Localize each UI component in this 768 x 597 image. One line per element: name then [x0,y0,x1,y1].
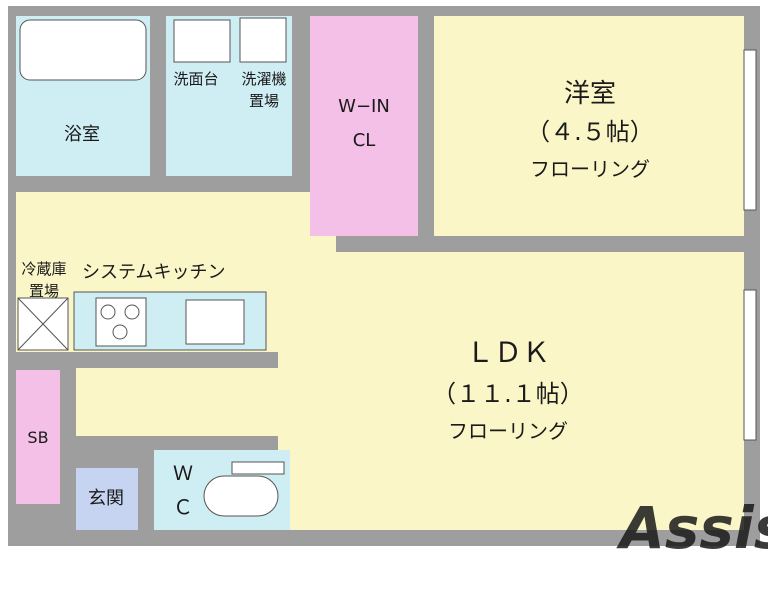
toilet-tank [231,461,285,475]
entrance-tile [76,468,138,530]
bath-label: 浴室 [64,124,100,145]
window-strip-right [743,49,757,211]
closet-label-line1: W−IN [338,96,390,117]
closet-label-line2: CL [353,130,376,151]
shoebox-label: SB [27,428,48,447]
fridge-label-line2: 置場 [29,282,59,300]
washer-pan [239,17,287,63]
flooring [16,16,744,530]
kitchen-sink [185,299,245,345]
stove [95,297,147,347]
ldk-label-line1: ＬＤＫ [466,336,550,369]
assist-watermark-logo: Assist [616,494,768,562]
washbasin-label: 洗面台 [173,70,218,88]
wc-label-line2: Ｃ [173,495,193,519]
hall-floor [16,192,336,252]
ldk-floor [278,252,744,530]
western-floor [434,16,744,236]
washer-label-line1: 洗濯機 [241,70,286,88]
western-label-line3: フローリング [530,157,650,181]
wc-label-line1: Ｗ [173,461,193,485]
burner-3 [112,324,128,340]
western-label-line1: 洋室 [564,79,616,109]
corridor-floor [76,368,280,436]
walk-in-closet [310,16,418,236]
bathtub [19,19,147,81]
burner-2 [124,304,140,320]
fridge-label-line1: 冷蔵庫 [21,260,66,278]
shoe-box [16,370,60,504]
fridge-cross-b [17,297,69,351]
washbasin-fixture [173,19,231,63]
window-strip-ldk [743,289,757,441]
ldk-label-line3: フローリング [448,419,568,443]
washer-label-line2: 置場 [249,92,279,110]
ldk-label-line2: （１１.１帖） [432,380,584,408]
toilet-bowl [203,475,279,517]
burner-1 [100,304,116,320]
entrance-label: 玄関 [88,488,124,509]
western-label-line2: （４.５帖） [526,118,654,146]
kitchen-label: システムキッチン [82,262,225,283]
